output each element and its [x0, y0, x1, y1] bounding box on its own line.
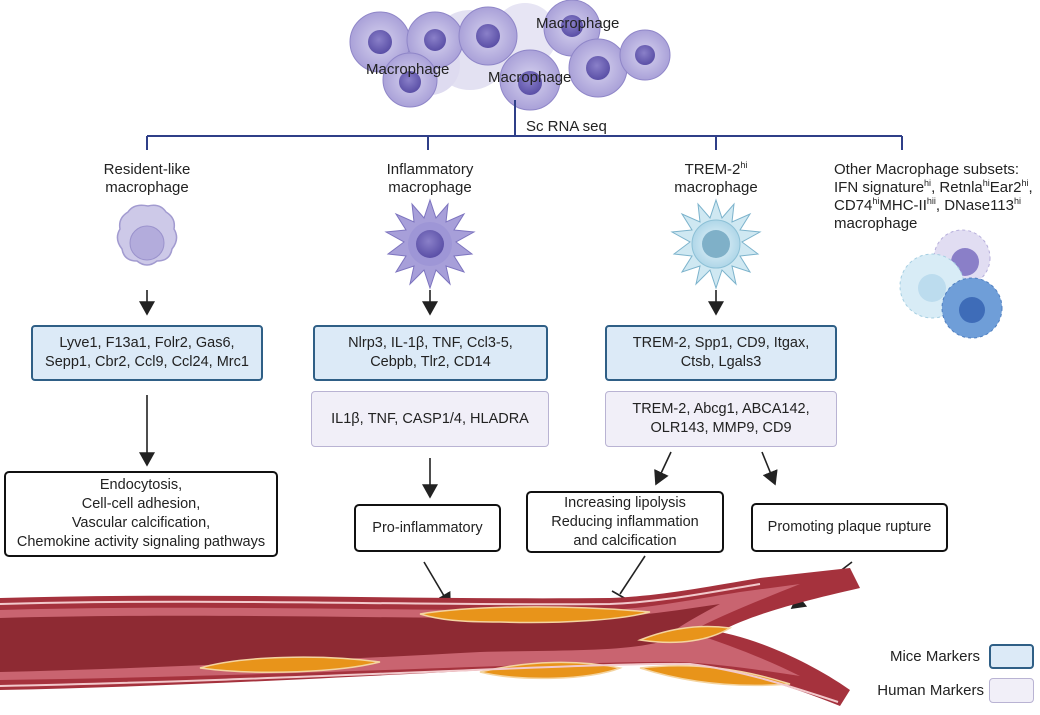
inhibition-line	[611, 555, 646, 600]
outcome-plaque-rupture: Promoting plaque rupture	[751, 503, 948, 552]
sc-rna-seq-label: Sc RNA seq	[526, 118, 607, 135]
macrophage-label-3: Macrophage	[488, 69, 572, 86]
mice-markers-trem2: TREM-2, Spp1, CD9, Itgax,Ctsb, Lgals3	[605, 325, 837, 381]
legend-human-label: Human Markers	[877, 682, 984, 699]
human-markers-inflammatory: IL1β, TNF, CASP1/4, HLADRA	[311, 391, 549, 447]
trem2-cell	[670, 198, 762, 290]
resident-like-cell	[116, 204, 178, 266]
tree-lines	[146, 100, 903, 150]
artery	[0, 568, 860, 706]
human-markers-trem2: TREM-2, Abcg1, ABCA142,OLR143, MMP9, CD9	[605, 391, 837, 447]
legend-mice-swatch	[989, 644, 1034, 669]
macrophage-cluster	[349, 0, 671, 111]
legend-mice-label: Mice Markers	[889, 648, 980, 665]
other-subsets-title: Other Macrophage subsets: IFN signatureh…	[834, 161, 1033, 232]
mice-markers-inflammatory: Nlrp3, IL-1β, TNF, Ccl3-5,Cebpb, Tlr2, C…	[313, 325, 548, 381]
outcome-resident-pathways: Endocytosis,Cell-cell adhesion,Vascular …	[4, 471, 278, 557]
other-macrophage-cells	[899, 229, 1003, 339]
legend-human-swatch	[989, 678, 1034, 703]
outcome-pro-inflammatory: Pro-inflammatory	[354, 504, 501, 552]
mice-markers-resident: Lyve1, F13a1, Folr2, Gas6,Sepp1, Cbr2, C…	[31, 325, 263, 381]
macrophage-label-2: Macrophage	[366, 61, 450, 78]
trem2-title: TREM-2hi macrophage	[674, 160, 758, 197]
inflammatory-cell	[384, 198, 476, 290]
macrophage-label-1: Macrophage	[536, 15, 620, 32]
